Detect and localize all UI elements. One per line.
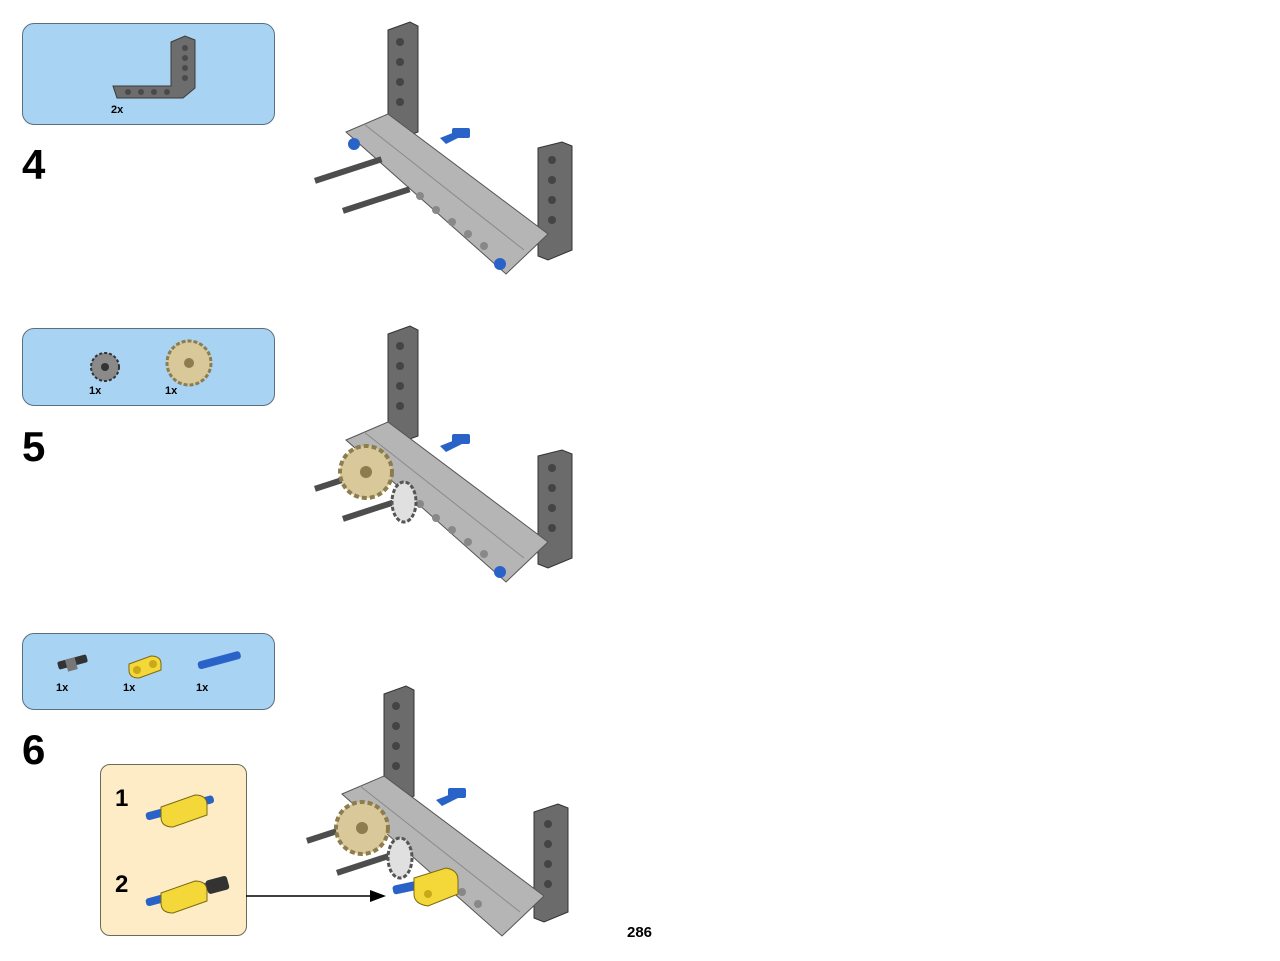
part-qty: 1x [89, 385, 102, 397]
part-qty: 2x [111, 104, 124, 116]
substep-2-illustration [145, 875, 230, 914]
large-gear-part-icon [165, 339, 213, 387]
assembly-illustration-step-5 [314, 325, 573, 583]
substep-1-illustration [145, 794, 215, 828]
step-number-5: 5 [22, 423, 46, 470]
part-qty: 1x [165, 385, 178, 397]
part-qty: 1x [196, 682, 209, 694]
page-number: 286 [627, 924, 653, 941]
placement-arrow [246, 890, 386, 902]
assembly-illustration-step-6 [306, 685, 569, 937]
substep-callout: 1 2 [100, 764, 247, 936]
angled-beam-part-icon [112, 35, 196, 99]
step-number-4: 4 [22, 141, 46, 188]
assembly-illustration-step-4 [314, 21, 573, 275]
parts-box-step-4: 2x [22, 23, 275, 125]
pin-connector-part-icon [57, 654, 88, 672]
substep-number-1: 1 [115, 785, 129, 812]
step-number-6: 6 [22, 726, 46, 773]
parts-box-step-6: 1x 1x 1x [22, 633, 275, 710]
part-qty: 1x [56, 682, 69, 694]
parts-box-step-5: 1x 1x [22, 328, 275, 406]
blue-axle-pin-part-icon [197, 651, 241, 670]
small-gear-part-icon [90, 352, 120, 382]
part-qty: 1x [123, 682, 136, 694]
substep-number-2: 2 [115, 871, 129, 898]
yellow-beam-part-icon [128, 655, 162, 679]
